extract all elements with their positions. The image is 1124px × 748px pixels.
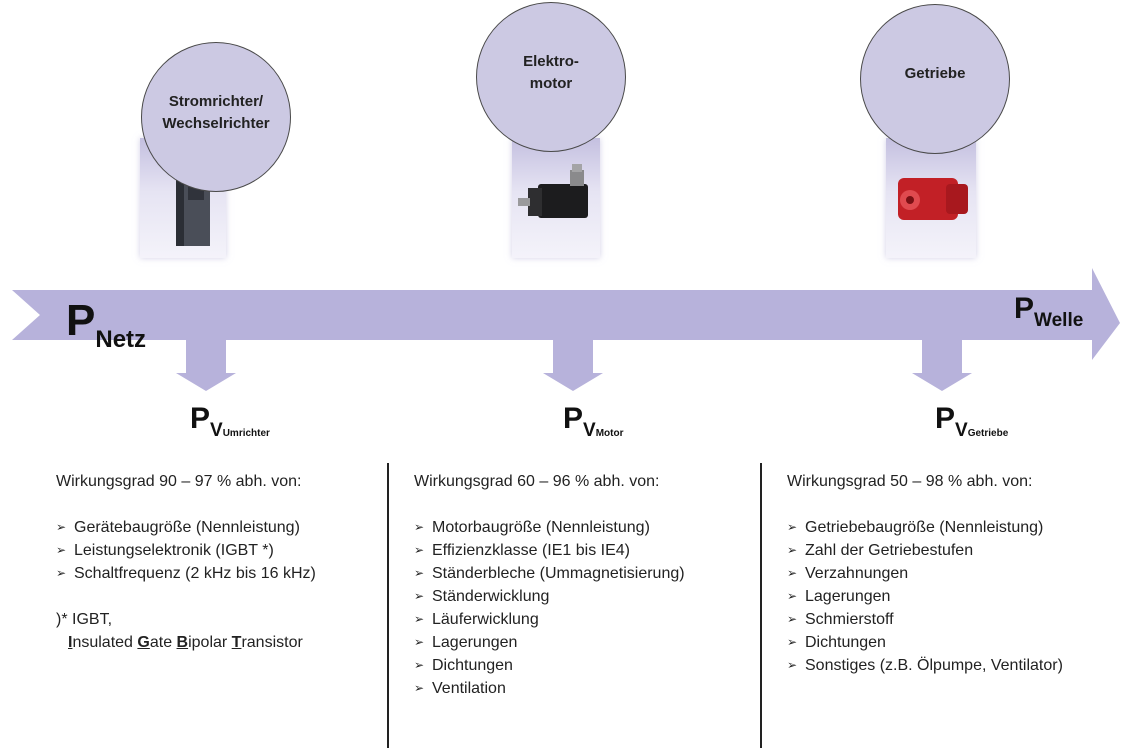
list-item: ➢Ständerbleche (Ummagnetisierung) [414,565,685,582]
motor-circle: Elektro- motor [476,2,626,152]
p-welle-label: PWelle [1014,292,1084,331]
gearbox-label-line1: Getriebe [904,65,966,82]
list-item: ➢Dichtungen [787,634,886,651]
loss-label-getriebe: PVGetriebe [935,402,1009,441]
column-heading: Wirkungsgrad 60 – 96 % abh. von: [414,473,660,490]
converter-label-line2: Wechselrichter [162,115,270,132]
igbt-footnote: )* IGBT, Insulated Gate Bipolar Transist… [56,611,303,651]
loss-label-motor: PVMotor [563,402,624,441]
list-item: ➢Ventilation [414,680,506,697]
list-item: ➢Dichtungen [414,657,513,674]
column-getriebe: Wirkungsgrad 50 – 98 % abh. von: ➢Getrie… [787,470,1063,677]
loss-arrow-motor [543,340,603,391]
list-item: ➢Verzahnungen [787,565,909,582]
list-item: ➢Zahl der Getriebestufen [787,542,974,559]
list-item: ➢Ständerwicklung [414,588,550,605]
column-umrichter: Wirkungsgrad 90 – 97 % abh. von: ➢Geräte… [56,470,316,654]
column-heading: Wirkungsgrad 50 – 98 % abh. von: [787,473,1033,490]
converter-circle: Stromrichter/ Wechselrichter [141,42,291,192]
list-item: ➢Läuferwicklung [414,611,539,628]
motor-image [512,138,600,258]
converter-label-line1: Stromrichter/ [168,93,264,110]
p-netz-label: PNetz [66,296,147,353]
list-item: ➢Effizienzklasse (IE1 bis IE4) [414,542,631,559]
gearbox-image [886,138,976,258]
list-item: ➢Sonstiges (z.B. Ölpumpe, Ventilator) [787,657,1063,674]
column-heading: Wirkungsgrad 90 – 97 % abh. von: [56,473,302,490]
column-divider-2 [760,463,762,748]
power-flow-arrow [12,268,1120,391]
list-item: ➢Gerätebaugröße (Nennleistung) [56,519,300,536]
loss-label-umrichter: PVUmrichter [190,402,270,441]
column-divider-1 [387,463,389,748]
list-item: ➢Lagerungen [414,634,518,651]
list-item: ➢Schaltfrequenz (2 kHz bis 16 kHz) [56,565,316,582]
loss-arrow-umrichter [176,340,236,391]
motor-label-line1: Elektro- [523,53,579,70]
gearbox-circle: Getriebe [860,4,1010,154]
motor-label-line2: motor [529,75,573,92]
loss-arrow-getriebe [912,340,972,391]
list-item: ➢Motorbaugröße (Nennleistung) [414,519,650,536]
column-motor: Wirkungsgrad 60 – 96 % abh. von: ➢Motorb… [414,470,685,700]
list-item: ➢Lagerungen [787,588,891,605]
list-item: ➢Leistungselektronik (IGBT *) [56,542,274,559]
list-item: ➢Schmierstoff [787,611,894,628]
list-item: ➢Getriebebaugröße (Nennleistung) [787,519,1044,536]
